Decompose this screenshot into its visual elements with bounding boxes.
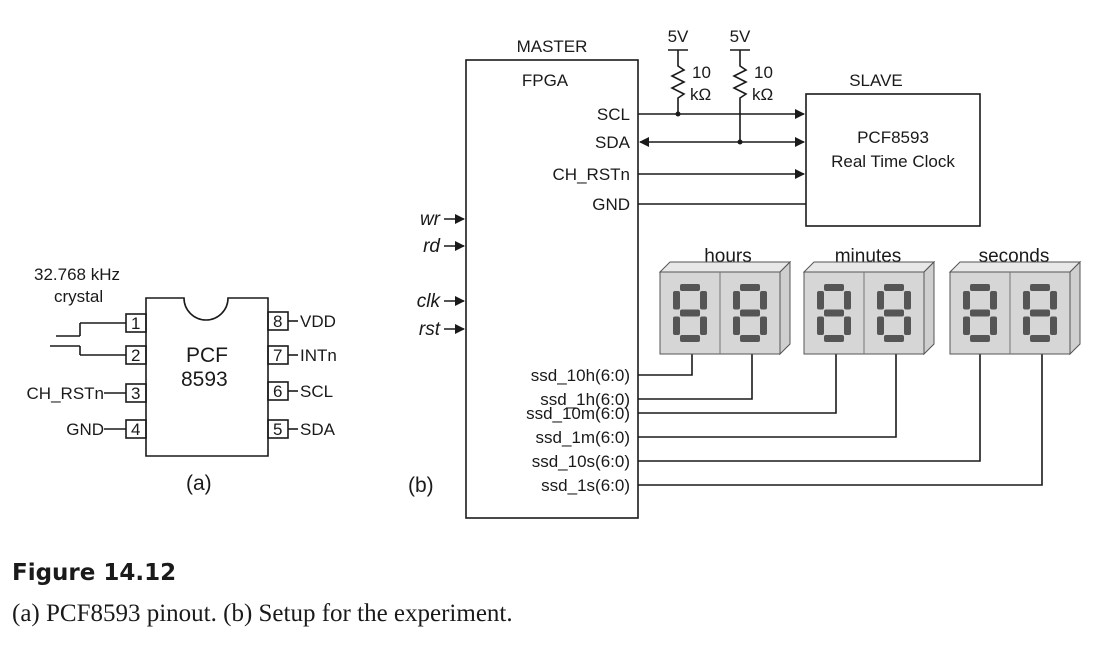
pcf8593-chip-body — [145, 297, 269, 457]
fpga-label: FPGA — [522, 71, 569, 90]
seven-seg-digit-minutes-tens — [817, 284, 851, 342]
seven-seg-digit-minutes-ones — [877, 284, 911, 342]
ssd-label-1s: ssd_1s(6:0) — [541, 476, 630, 495]
seven-seg-digit-seconds-ones — [1023, 284, 1057, 342]
ssd-10s-wire — [638, 354, 981, 462]
pinout-figure: 32.768 kHz crystal PCF 8593 — [34, 265, 298, 457]
ssd-label-10h: ssd_10h(6:0) — [531, 366, 630, 385]
resistor-2 — [732, 50, 748, 142]
pin-number-6: 6 — [273, 382, 282, 401]
input-label-rst: rst — [419, 319, 441, 340]
input-label-rd: rd — [423, 236, 441, 257]
crystal-label-line2: crystal — [54, 287, 103, 306]
display-module-seconds — [948, 260, 1082, 356]
subfigure-label-b: (b) — [408, 474, 434, 497]
pin-name-sda: SDA — [300, 420, 336, 439]
resistor-1 — [670, 50, 686, 114]
ssd-label-1m: ssd_1m(6:0) — [536, 428, 630, 447]
input-label-wr: wr — [420, 209, 441, 230]
seven-seg-digit-seconds-tens — [963, 284, 997, 342]
fpga-master-box — [465, 59, 639, 519]
figure-caption-text: (a) PCF8593 pinout. (b) Setup for the ex… — [12, 600, 513, 627]
pin-number-1: 1 — [131, 314, 140, 333]
subfigure-label-a: (a) — [186, 472, 212, 495]
ssd-label-10m: ssd_10m(6:0) — [526, 404, 630, 423]
pin-name-scl: SCL — [300, 382, 333, 401]
seven-seg-digit-hours-tens — [673, 284, 707, 342]
bus-label-ch-rstn: CH_RSTn — [553, 165, 630, 184]
pin-number-5: 5 — [273, 420, 282, 439]
crystal-label-line1: 32.768 kHz — [34, 265, 120, 284]
pin-numbers: 1 2 3 4 8 7 6 5 — [131, 312, 282, 439]
resistor-1-voltage: 5V — [668, 27, 689, 46]
display-module-minutes — [802, 260, 936, 356]
slave-label: SLAVE — [849, 71, 903, 90]
slave-chip-name: PCF8593 — [857, 128, 929, 147]
ssd-1s-wire — [638, 354, 1043, 486]
chip-label-line2: 8593 — [181, 368, 228, 391]
pin-number-4: 4 — [131, 420, 140, 439]
ssd-10h-wire — [638, 354, 693, 376]
seven-seg-digit-hours-ones — [733, 284, 767, 342]
bus-label-gnd: GND — [592, 195, 630, 214]
master-label: MASTER — [517, 37, 588, 56]
pin-number-3: 3 — [131, 384, 140, 403]
pin-number-7: 7 — [273, 346, 282, 365]
bus-label-scl: SCL — [597, 105, 630, 124]
figure-caption-title: Figure 14.12 — [12, 560, 177, 586]
ssd-label-1h: ssd_1h(6:0) — [540, 390, 630, 409]
setup-figure — [444, 49, 1043, 519]
resistor-2-unit: kΩ — [752, 85, 773, 104]
input-label-clk: clk — [417, 291, 442, 312]
pin-name-intn: INTn — [300, 346, 337, 365]
seven-segment-displays — [658, 260, 1082, 356]
resistor-2-voltage: 5V — [730, 27, 751, 46]
pin-number-2: 2 — [131, 346, 140, 365]
pin-number-8: 8 — [273, 312, 282, 331]
pin-name-ch-rstn: CH_RSTn — [27, 384, 104, 403]
resistor-1-value: 10 — [692, 63, 711, 82]
bus-label-sda: SDA — [595, 133, 631, 152]
resistor-1-unit: kΩ — [690, 85, 711, 104]
ssd-1h-wire — [638, 354, 753, 400]
ssd-10m-wire — [638, 354, 837, 414]
slave-chip-desc: Real Time Clock — [831, 152, 955, 171]
display-module-hours — [658, 260, 792, 356]
ssd-1m-wire — [638, 354, 897, 438]
pin-name-vdd: VDD — [300, 312, 336, 331]
ssd-label-10s: ssd_10s(6:0) — [532, 452, 630, 471]
chip-label-line1: PCF — [186, 344, 228, 367]
resistor-2-value: 10 — [754, 63, 773, 82]
slave-rtc-box — [805, 93, 981, 227]
pin-name-gnd: GND — [66, 420, 104, 439]
